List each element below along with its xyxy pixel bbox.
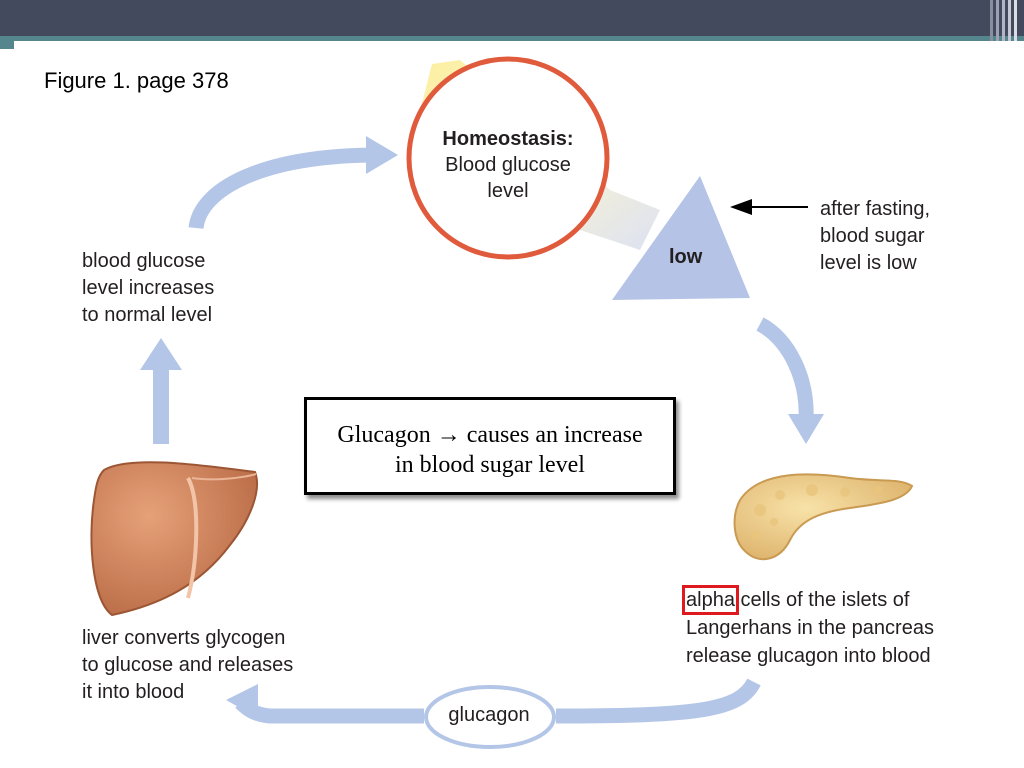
- alpha-note-line-3: release glucagon into blood: [686, 645, 931, 667]
- alpha-note-line-1: alpha cells of the islets of: [682, 585, 934, 615]
- alpha-highlight: alpha: [682, 585, 739, 615]
- low-arrow: [612, 176, 750, 300]
- increase-note-line-3: to normal level: [82, 304, 213, 326]
- liver-note-line-2: to glucose and releases: [82, 654, 294, 676]
- arrow-up-shaft: [153, 366, 169, 444]
- arrow-to-homeostasis: [188, 147, 381, 230]
- increase-note-line-2: level increases: [82, 277, 215, 299]
- fasting-note: after fasting, blood sugar level is low: [820, 196, 930, 277]
- liver-note: liver converts glycogen to glucose and r…: [82, 625, 293, 706]
- liver-note-line-3: it into blood: [82, 681, 185, 703]
- figure-caption: Figure 1. page 378: [44, 68, 229, 93]
- liver-note-line-1: liver converts glycogen: [82, 627, 286, 649]
- alpha-note-line-2: Langerhans in the pancreas: [686, 617, 934, 639]
- low-label: low: [669, 246, 703, 268]
- arrow-to-pancreas-head: [788, 414, 824, 444]
- alpha-note-line-1-rest: cells of the islets of: [734, 589, 910, 611]
- homeostasis-line-2: level: [487, 180, 529, 202]
- fasting-pointer-head: [730, 199, 752, 215]
- glucose-increase-note: blood glucose level increases to normal …: [82, 248, 214, 329]
- glucagon-pill: [424, 685, 556, 749]
- pancreas-illustration: [733, 473, 914, 561]
- arrow-to-liver-head: [226, 684, 258, 718]
- arrow-up-head: [140, 338, 182, 370]
- homeostasis-label: Homeostasis: Blood glucose level: [414, 126, 602, 204]
- glucagon-label: glucagon: [448, 704, 530, 726]
- homeostasis-circle: [406, 56, 610, 260]
- glucagon-callout-box: Glucagon → causes an increase in blood s…: [304, 397, 676, 495]
- slide-header-accent: [0, 36, 1024, 41]
- slide-header-tab: [0, 41, 14, 49]
- alpha-cells-note: alpha cells of the islets of Langerhans …: [682, 585, 934, 670]
- fasting-note-line-1: after fasting,: [820, 198, 931, 220]
- arrow-to-pancreas: [756, 317, 814, 421]
- callout-line-2: in blood sugar level: [395, 452, 585, 478]
- fasting-note-line-2: blood sugar: [820, 225, 925, 247]
- slide-header-bar: [0, 0, 1024, 36]
- liver-illustration: [90, 461, 259, 617]
- fasting-note-line-3: level is low: [820, 252, 917, 274]
- homeostasis-line-1: Blood glucose: [445, 154, 571, 176]
- corner-stripes-decoration: [990, 0, 1017, 41]
- callout-line-1: Glucagon → causes an increase: [337, 422, 643, 448]
- increase-note-line-1: blood glucose: [82, 250, 206, 272]
- homeostasis-title: Homeostasis:: [442, 128, 574, 150]
- arrow-to-homeostasis-head: [366, 136, 398, 174]
- arrow-pancreas-to-glucagon: [555, 678, 761, 724]
